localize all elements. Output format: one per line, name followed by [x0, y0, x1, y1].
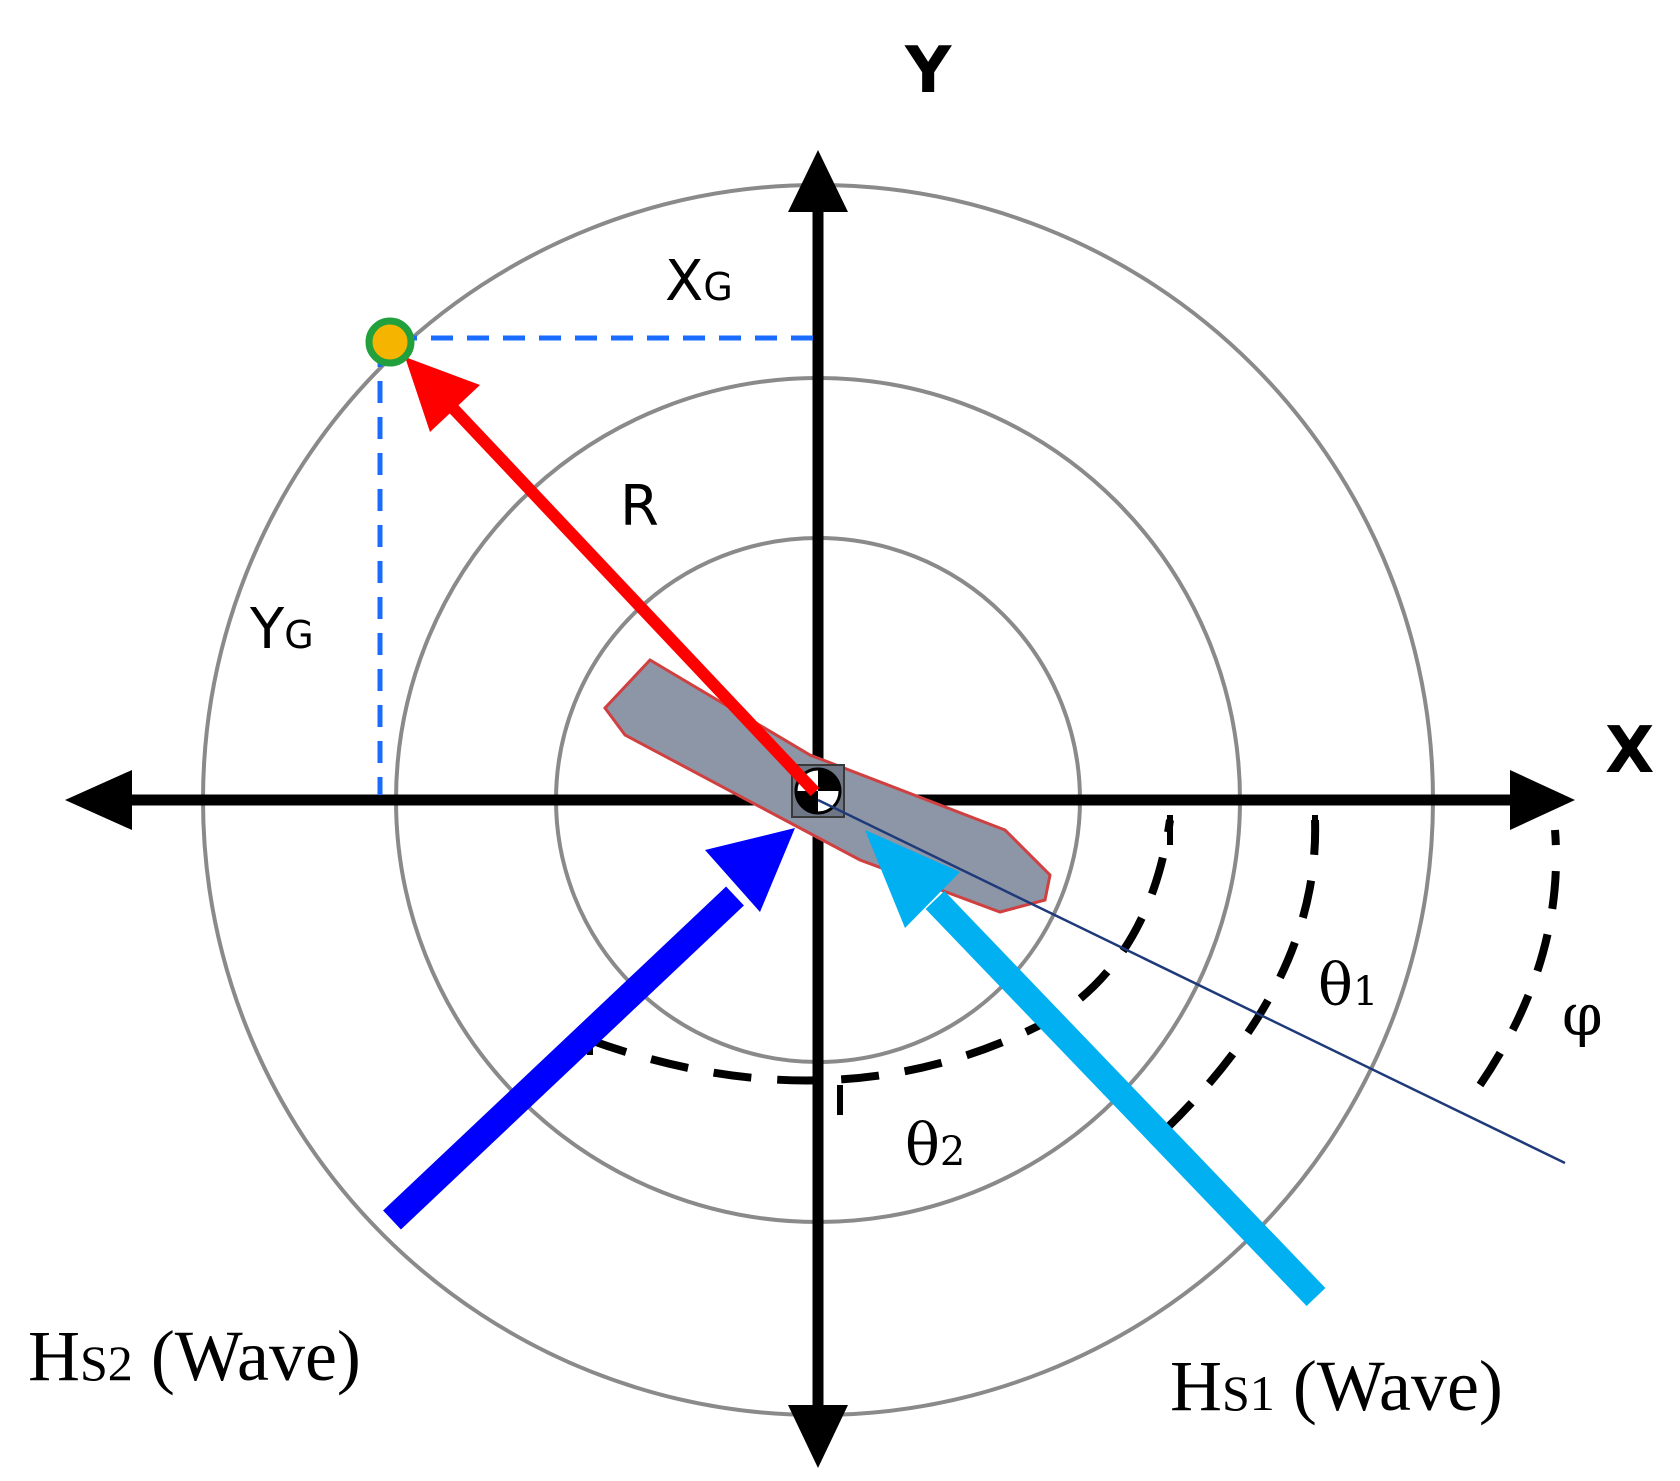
radius-arrowhead [405, 357, 480, 432]
x-axis-arrowhead-left [65, 770, 132, 830]
arc-theta1 [1162, 819, 1320, 1133]
radius-arrow [405, 357, 820, 797]
r-label: R [620, 474, 659, 539]
theta2-label: θ2 [905, 1111, 965, 1179]
arc-theta2 [588, 819, 1174, 1085]
heading-line [817, 798, 1566, 1165]
point-g [365, 317, 415, 367]
vessel [603, 658, 1052, 914]
phi-label: φ [1562, 981, 1603, 1049]
x-axis-arrowhead-right [1510, 770, 1575, 830]
hs1-wave-arrow [865, 830, 1326, 1307]
hs2-wave-label: HS2 (Wave) [28, 1316, 361, 1396]
angle-arcs [588, 819, 1561, 1133]
hs1-arrowhead [865, 830, 960, 928]
x-axis-label: X [1605, 714, 1654, 788]
arc-phi [1476, 829, 1561, 1088]
y-axis-arrowhead-bottom [788, 1405, 848, 1468]
yg-label: YG [249, 597, 314, 662]
y-axis-label: Y [904, 34, 952, 108]
theta1-label: θ1 [1318, 951, 1378, 1019]
hs2-arrowhead [705, 828, 795, 912]
hs2-wave-arrow [383, 828, 795, 1230]
projection-lines [377, 335, 815, 795]
hs1-wave-label: HS1 (Wave) [1170, 1346, 1503, 1426]
xg-label: XG [665, 249, 733, 314]
y-axis-arrowhead-top [788, 150, 848, 212]
